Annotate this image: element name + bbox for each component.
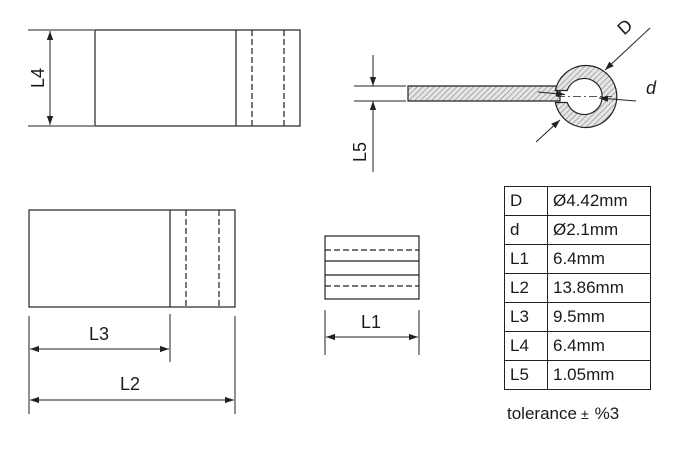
value-cell: 13.86mm [547, 273, 651, 303]
front-view-outline [28, 209, 236, 308]
value-cell: 6.4mm [547, 244, 651, 274]
tolerance-note: tolerance± %3 [507, 404, 619, 424]
param-cell: d [504, 215, 548, 245]
value-cell: 6.4mm [547, 331, 651, 361]
label-l5: L5 [350, 142, 370, 162]
table-row: d Ø2.1mm [504, 215, 651, 245]
value-cell: Ø2.1mm [547, 215, 651, 245]
tolerance-label: tolerance [507, 404, 577, 423]
label-l1: L1 [361, 312, 381, 332]
value-cell: 9.5mm [547, 302, 651, 332]
param-cell: L4 [504, 331, 548, 361]
dimension-l3-l2 [28, 314, 236, 414]
dimension-d-inner [537, 90, 637, 102]
end-view [324, 235, 420, 300]
table-row: L3 9.5mm [504, 302, 651, 332]
table-row: D Ø4.42mm [504, 186, 651, 216]
label-l3: L3 [89, 324, 109, 344]
ring-section [554, 64, 618, 129]
label-d-inner: d [646, 78, 657, 98]
dimension-l1 [324, 310, 420, 355]
dimension-d-outer [535, 27, 651, 143]
param-cell: D [504, 186, 548, 216]
dimension-l5 [354, 55, 406, 172]
param-cell: L2 [504, 273, 548, 303]
tolerance-value: %3 [594, 404, 620, 423]
param-cell: L5 [504, 360, 548, 390]
top-view [94, 29, 301, 127]
value-cell: 1.05mm [547, 360, 651, 390]
table-row: L1 6.4mm [504, 244, 651, 274]
value-cell: Ø4.42mm [547, 186, 651, 216]
spec-table: D Ø4.42mm d Ø2.1mm L1 6.4mm L2 13.86mm L… [504, 186, 651, 390]
front-view [28, 209, 236, 308]
label-l4: L4 [28, 68, 48, 88]
side-view [407, 64, 618, 129]
label-l2: L2 [120, 374, 140, 394]
label-d-outer: D [613, 15, 636, 39]
tab-section [407, 85, 561, 102]
plus-minus-symbol: ± [580, 406, 589, 422]
top-view-outline [94, 29, 301, 127]
param-cell: L1 [504, 244, 548, 274]
table-row: L4 6.4mm [504, 331, 651, 361]
table-row: L2 13.86mm [504, 273, 651, 303]
dimension-l4 [28, 29, 94, 127]
end-view-outline [324, 235, 420, 300]
param-cell: L3 [504, 302, 548, 332]
table-row: L5 1.05mm [504, 360, 651, 390]
